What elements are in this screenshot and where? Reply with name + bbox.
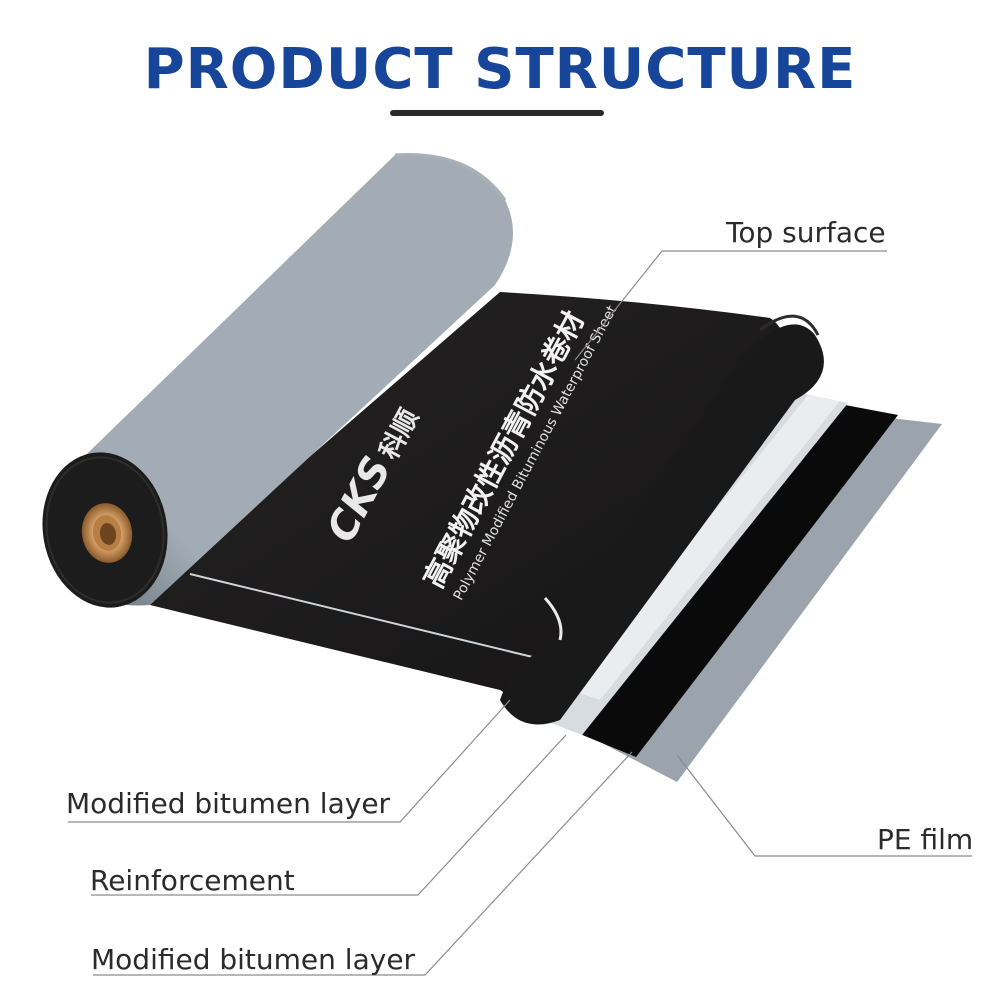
label-reinforcement: Reinforcement: [90, 864, 295, 897]
modified-bitumen-2-leader: [93, 751, 633, 976]
modified-bitumen-layer-lower: [580, 405, 898, 757]
label-top-surface: Top surface: [726, 216, 886, 249]
reinforcement-leader: [91, 734, 567, 896]
leader-lines: [68, 250, 972, 976]
label-modified-bitumen-layer-2: Modified bitumen layer: [91, 943, 416, 976]
pe-film-leader: [676, 754, 972, 857]
top-surface-leader: [574, 250, 887, 361]
top-surface-sheet: [150, 292, 800, 715]
title-underline: [390, 110, 604, 116]
label-modified-bitumen-layer-1: Modified bitumen layer: [66, 787, 391, 820]
page-title: PRODUCT STRUCTURE: [143, 37, 857, 102]
curled-sheet-edge: [500, 324, 824, 725]
label-pe-film: PE film: [877, 823, 974, 856]
roll-body: [54, 154, 513, 606]
modified-bitumen-1-leader: [68, 699, 511, 823]
